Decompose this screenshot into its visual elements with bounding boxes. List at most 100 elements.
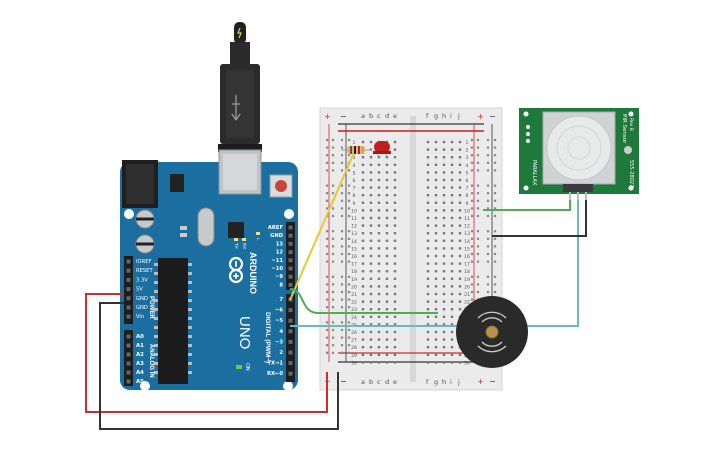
power-pin-label: RESET [136, 268, 153, 274]
power-label: POWER [148, 296, 154, 319]
rail-plus-bottom-right: + [477, 377, 484, 386]
rx-led-label: RX [242, 243, 247, 249]
digital-pin-label: TX→1 [268, 361, 284, 367]
bb-row-number-right: 19 [464, 277, 470, 283]
bb-letter-top: b [369, 112, 373, 120]
bb-row-number-right: 5 [466, 170, 469, 176]
bb-row-number-right: 20 [464, 284, 470, 290]
bb-row-number-right: 18 [464, 269, 470, 275]
digital-pin-socket [288, 266, 293, 271]
digital-pin-label: 13 [276, 241, 284, 247]
l-led-label: L [256, 238, 261, 241]
bb-row-number-left: 17 [351, 262, 357, 268]
bb-letter-bottom: d [385, 378, 389, 386]
digital-pin-socket [288, 371, 293, 376]
bb-letter-bottom: j [457, 378, 460, 386]
bb-row-number-left: 12 [351, 224, 357, 230]
bb-letter-bottom: e [393, 378, 397, 386]
digital-pin-socket [288, 282, 293, 287]
bb-letter-bottom: b [369, 378, 373, 386]
power-pin-label: 3.3V [136, 277, 148, 283]
bb-row-number-right: 13 [464, 231, 470, 237]
bb-row-number-left: 24 [351, 315, 357, 321]
pir-right-text: 555-28027 [628, 160, 634, 187]
digital-pin-socket [288, 350, 293, 355]
power-pin-label: GND [136, 296, 148, 302]
bb-row-number-right: 2 [466, 148, 469, 154]
bb-row-number-left: 10 [351, 208, 357, 214]
digital-pin-label: ~6 [275, 308, 283, 314]
piezo-buzzer [456, 296, 528, 368]
digital-pin-socket [288, 361, 293, 366]
digital-pin-label: 12 [276, 250, 284, 256]
bb-row-number-right: 12 [464, 224, 470, 230]
bb-row-number-right: 15 [464, 246, 470, 252]
bb-row-number-left: 23 [351, 307, 357, 313]
bb-row-number-left: 26 [351, 330, 357, 336]
wire-5v-red [85, 293, 328, 413]
bb-row-number-right: 21 [464, 292, 470, 298]
wire-yellow-pin9 [289, 147, 357, 301]
resistor [341, 146, 372, 154]
wire-black-pir [492, 198, 587, 237]
breadboard-holes [325, 138, 497, 364]
led-red [373, 141, 391, 158]
wire-green-pir [483, 198, 571, 211]
power-pin-socket [126, 314, 131, 319]
wire-cyan-pin6 [290, 198, 579, 327]
bb-row-number-left: 14 [351, 239, 357, 245]
analog-in-label: ANALOG IN [148, 344, 154, 378]
arduino-model-text: UNO [236, 316, 253, 349]
analog-pin-socket [126, 379, 131, 384]
arduino-brand-text: ARDUINO [248, 252, 258, 294]
analog-pin-socket [126, 343, 131, 348]
bb-letter-top: i [450, 112, 452, 120]
bb-row-number-right: 10 [464, 208, 470, 214]
digital-pin-label: GND [270, 233, 284, 239]
bb-letter-top: e [393, 112, 397, 120]
power-pin-socket [126, 296, 131, 301]
bb-row-number-left: 21 [351, 292, 357, 298]
bb-row-number-left: 30 [351, 360, 357, 366]
bb-row-number-right: 6 [466, 178, 469, 184]
rail-plus-top-left: + [324, 112, 331, 121]
analog-pin-label: A4 [136, 370, 144, 376]
analog-pin-label: A1 [136, 343, 144, 349]
bb-row-number-left: 3 [353, 155, 356, 161]
bb-letter-bottom: g [434, 378, 438, 386]
rail-minus-bottom-left: − [340, 377, 347, 386]
bb-row-number-right: 16 [464, 254, 470, 260]
power-pin-socket [126, 287, 131, 292]
bb-letter-top: c [377, 112, 381, 120]
bb-row-number-left: 13 [351, 231, 357, 237]
bb-row-number-right: 9 [466, 201, 469, 207]
analog-pin-socket [126, 361, 131, 366]
digital-pin-socket [288, 274, 293, 279]
bb-letter-bottom: a [361, 378, 365, 386]
wire-green-pin8 [289, 288, 438, 314]
analog-pin-label: A0 [136, 334, 144, 340]
digital-pin-socket [288, 318, 293, 323]
digital-pin-socket [288, 258, 293, 263]
analog-pin-socket [126, 334, 131, 339]
power-pin-label: Vin [136, 314, 144, 320]
bb-letter-bottom: f [426, 378, 429, 386]
on-led-label: ON [244, 363, 250, 371]
pir-sensor [519, 108, 639, 200]
bb-row-number-left: 11 [351, 216, 357, 222]
digital-pin-socket [288, 225, 293, 230]
power-pin-socket [126, 305, 131, 310]
bb-row-number-right: 8 [466, 193, 469, 199]
bb-row-number-left: 7 [353, 186, 356, 192]
digital-pin-socket [288, 250, 293, 255]
bb-row-number-left: 19 [351, 277, 357, 283]
digital-pin-label: 8 [279, 282, 283, 288]
bb-row-number-right: 14 [464, 239, 470, 245]
digital-pin-label: 7 [279, 297, 283, 303]
bb-letter-top: a [361, 112, 365, 120]
bb-row-number-left: 9 [353, 201, 356, 207]
digital-pin-label: 4 [279, 329, 283, 335]
